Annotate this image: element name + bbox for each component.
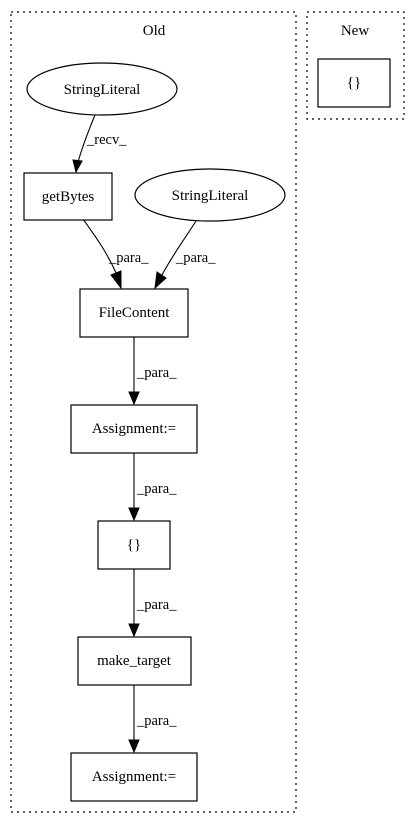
edge-getbytes-filecontent-arrowhead — [110, 270, 122, 290]
edge-recv-arrowhead — [72, 159, 83, 174]
edge-braces-maketarget-label: _para_ — [136, 597, 177, 613]
edge-literal-filecontent-label: _para_ — [175, 250, 216, 266]
node-get-bytes-shape — [23, 172, 113, 221]
nodes: StringLiteral getBytes StringLiteral Fil… — [23, 58, 391, 802]
node-braces-new-shape — [317, 58, 391, 108]
node-file-content: FileContent — [79, 288, 189, 338]
edge-filecontent-assignment-arrowhead — [128, 391, 140, 406]
node-get-bytes-label: getBytes — [42, 189, 95, 205]
node-string-literal-1: StringLiteral — [26, 62, 178, 116]
cluster-new-label: New — [341, 23, 369, 39]
edge-maketarget-assignment-label: _para_ — [136, 713, 177, 729]
node-assignment-2: Assignment:= — [70, 752, 198, 802]
node-assignment-1: Assignment:= — [70, 404, 198, 454]
edge-getbytes-filecontent-label: _para_ — [108, 250, 149, 266]
cluster-new: New — [306, 11, 405, 120]
node-assignment-1-shape — [70, 404, 198, 454]
edge-filecontent-assignment-label: _para_ — [136, 365, 177, 381]
node-braces-old-shape — [97, 520, 171, 570]
node-string-literal-2-shape — [134, 168, 286, 222]
edge-assignment-braces-label: _para_ — [136, 481, 177, 497]
node-braces-old-label: {} — [127, 537, 141, 553]
edge-getbytes-filecontent-line — [82, 218, 118, 276]
node-string-literal-2-label: StringLiteral — [172, 188, 249, 204]
node-assignment-1-label: Assignment:= — [92, 421, 176, 437]
edge-maketarget-assignment: _para_ — [128, 685, 177, 754]
node-string-literal-1-shape — [26, 62, 178, 116]
node-braces-old: {} — [97, 520, 171, 570]
edge-recv: _recv_ — [72, 114, 127, 174]
cluster-new-border — [306, 11, 405, 120]
cluster-old: Old — [10, 11, 297, 813]
edge-assignment-braces: _para_ — [128, 453, 177, 522]
node-string-literal-1-label: StringLiteral — [64, 82, 141, 98]
node-make-target: make_target — [77, 636, 192, 686]
edge-assignment-braces-arrowhead — [128, 507, 140, 522]
edge-getbytes-filecontent: _para_ — [82, 218, 149, 290]
edges: _recv_ _para_ _para_ _para_ _para_ — [72, 114, 216, 754]
node-file-content-shape — [79, 288, 189, 338]
edge-literal-filecontent-line — [161, 220, 197, 276]
edge-braces-maketarget-arrowhead — [128, 623, 140, 638]
edge-recv-line — [77, 114, 96, 163]
edge-literal-filecontent-arrowhead — [154, 271, 167, 290]
node-get-bytes: getBytes — [23, 172, 113, 221]
node-file-content-label: FileContent — [99, 305, 171, 321]
edge-maketarget-assignment-arrowhead — [128, 739, 140, 754]
edge-filecontent-assignment: _para_ — [128, 337, 177, 406]
edge-recv-label: _recv_ — [86, 132, 127, 148]
edge-literal-filecontent: _para_ — [154, 220, 216, 290]
cluster-old-label: Old — [143, 23, 166, 39]
node-assignment-2-shape — [70, 752, 198, 802]
node-make-target-shape — [77, 636, 192, 686]
node-braces-new: {} — [317, 58, 391, 108]
cluster-old-border — [10, 11, 297, 813]
node-braces-new-label: {} — [347, 75, 361, 91]
edge-braces-maketarget: _para_ — [128, 569, 177, 638]
node-make-target-label: make_target — [97, 653, 172, 669]
node-string-literal-2: StringLiteral — [134, 168, 286, 222]
node-assignment-2-label: Assignment:= — [92, 769, 176, 785]
